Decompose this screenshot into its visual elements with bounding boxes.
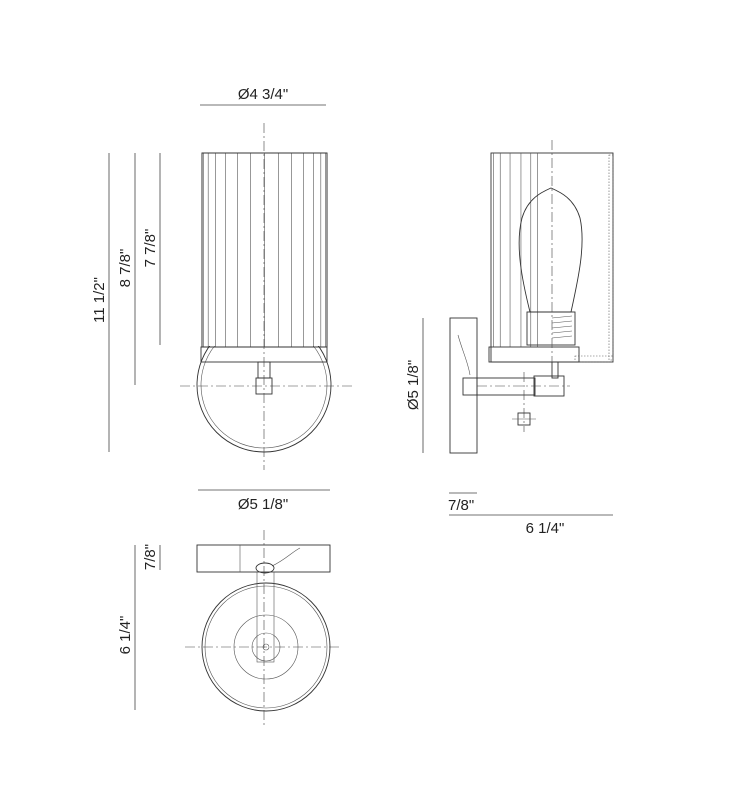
bulb-socket — [526, 311, 576, 346]
side-shade-flutes — [493, 153, 538, 347]
canopy-profile — [196, 544, 331, 573]
edison-bulb — [518, 187, 583, 313]
side-view: Ø5 1/8" 7/8" 6 1/4" — [405, 140, 614, 537]
bottom-wire — [271, 547, 301, 567]
label-shade-height: 7 7/8" — [142, 229, 159, 268]
side-arm — [476, 377, 536, 396]
label-bottom-extension: 6 1/4" — [117, 616, 134, 655]
shade-base-hatch — [574, 355, 614, 363]
label-overall-height: 11 1/2" — [91, 277, 108, 323]
bottom-nut — [255, 562, 275, 574]
threaded-rod — [551, 361, 559, 379]
bottom-arm — [256, 571, 275, 663]
label-height-to-center: 8 7/8" — [117, 249, 134, 288]
label-backplate-diameter: Ø5 1/8" — [238, 496, 288, 513]
label-shade-diameter: Ø4 3/4" — [238, 86, 288, 103]
socket-threads — [551, 315, 573, 339]
front-view: Ø4 3/4" 11 1/2" 8 7/8" 7 7/8" Ø5 1/8" — [91, 86, 353, 513]
bottom-view: 6 1/4" 7/8" — [117, 530, 340, 725]
side-backplate — [449, 317, 478, 454]
shade-wall-hatch — [608, 154, 614, 361]
label-backplate-depth: 7/8" — [448, 497, 474, 514]
label-overall-extension: 6 1/4" — [526, 520, 565, 537]
label-bottom-depth: 7/8" — [142, 544, 159, 570]
side-shade-band — [488, 346, 580, 363]
label-side-backplate-diameter: Ø5 1/8" — [405, 360, 422, 410]
wire — [457, 334, 471, 376]
arm-nut — [462, 377, 478, 396]
